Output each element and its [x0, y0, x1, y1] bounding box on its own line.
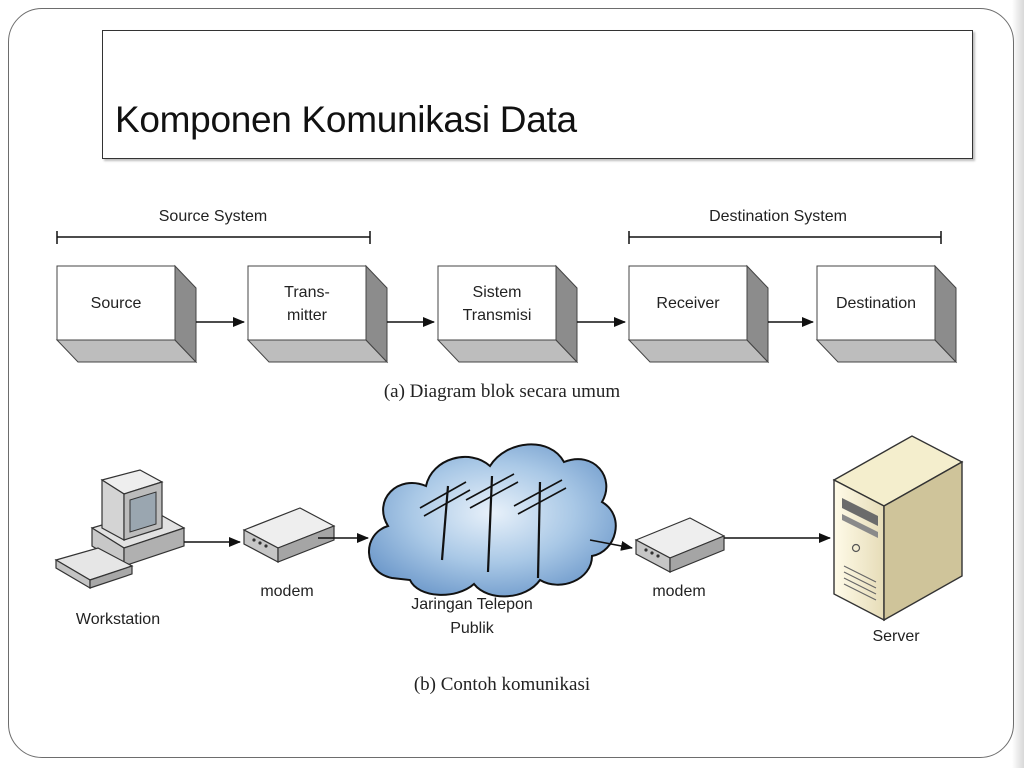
page-title: Komponen Komunikasi Data [115, 99, 577, 140]
arrow-cloud-modem [589, 539, 633, 551]
source-system-group: Source System [56, 208, 371, 244]
receiver-block-label: Receiver [656, 295, 720, 312]
network-cloud-icon [368, 443, 617, 598]
slide-frame [8, 8, 1014, 758]
source-block: Source [55, 264, 198, 364]
source-block-label: Source [91, 295, 142, 312]
network-label-line2: Publik [450, 620, 495, 637]
transmission-system-block: Sistem Transmisi [436, 264, 579, 364]
receiver-block: Receiver [627, 264, 770, 364]
transmitter-block: Trans- mitter [246, 264, 389, 364]
destination-block: Destination [815, 264, 958, 364]
destination-system-group: Destination System [628, 208, 942, 244]
transmitter-label-line2: mitter [287, 307, 328, 324]
diagram-a-caption: (a) Diagram blok secara umum [384, 381, 621, 402]
modem-right-label: modem [652, 583, 705, 600]
slide-edge-shadow [1012, 0, 1024, 768]
modem-left-label: modem [260, 583, 313, 600]
server-label: Server [872, 628, 920, 645]
diagram-b-caption: (b) Contoh komunikasi [414, 674, 590, 695]
transmitter-label-line1: Trans- [284, 284, 330, 301]
source-system-label: Source System [159, 208, 267, 225]
workstation-label: Workstation [76, 611, 160, 628]
modem-right-icon [634, 517, 726, 573]
modem-left-icon [242, 507, 336, 563]
server-icon [832, 435, 964, 622]
title-box: Komponen Komunikasi Data [102, 30, 973, 159]
destination-block-label: Destination [836, 295, 916, 312]
workstation-icon [54, 469, 186, 590]
destination-system-label: Destination System [709, 208, 847, 225]
network-label-line1: Jaringan Telepon [411, 596, 533, 613]
transmission-system-label-line2: Transmisi [463, 307, 532, 324]
transmission-system-label-line1: Sistem [473, 284, 522, 301]
